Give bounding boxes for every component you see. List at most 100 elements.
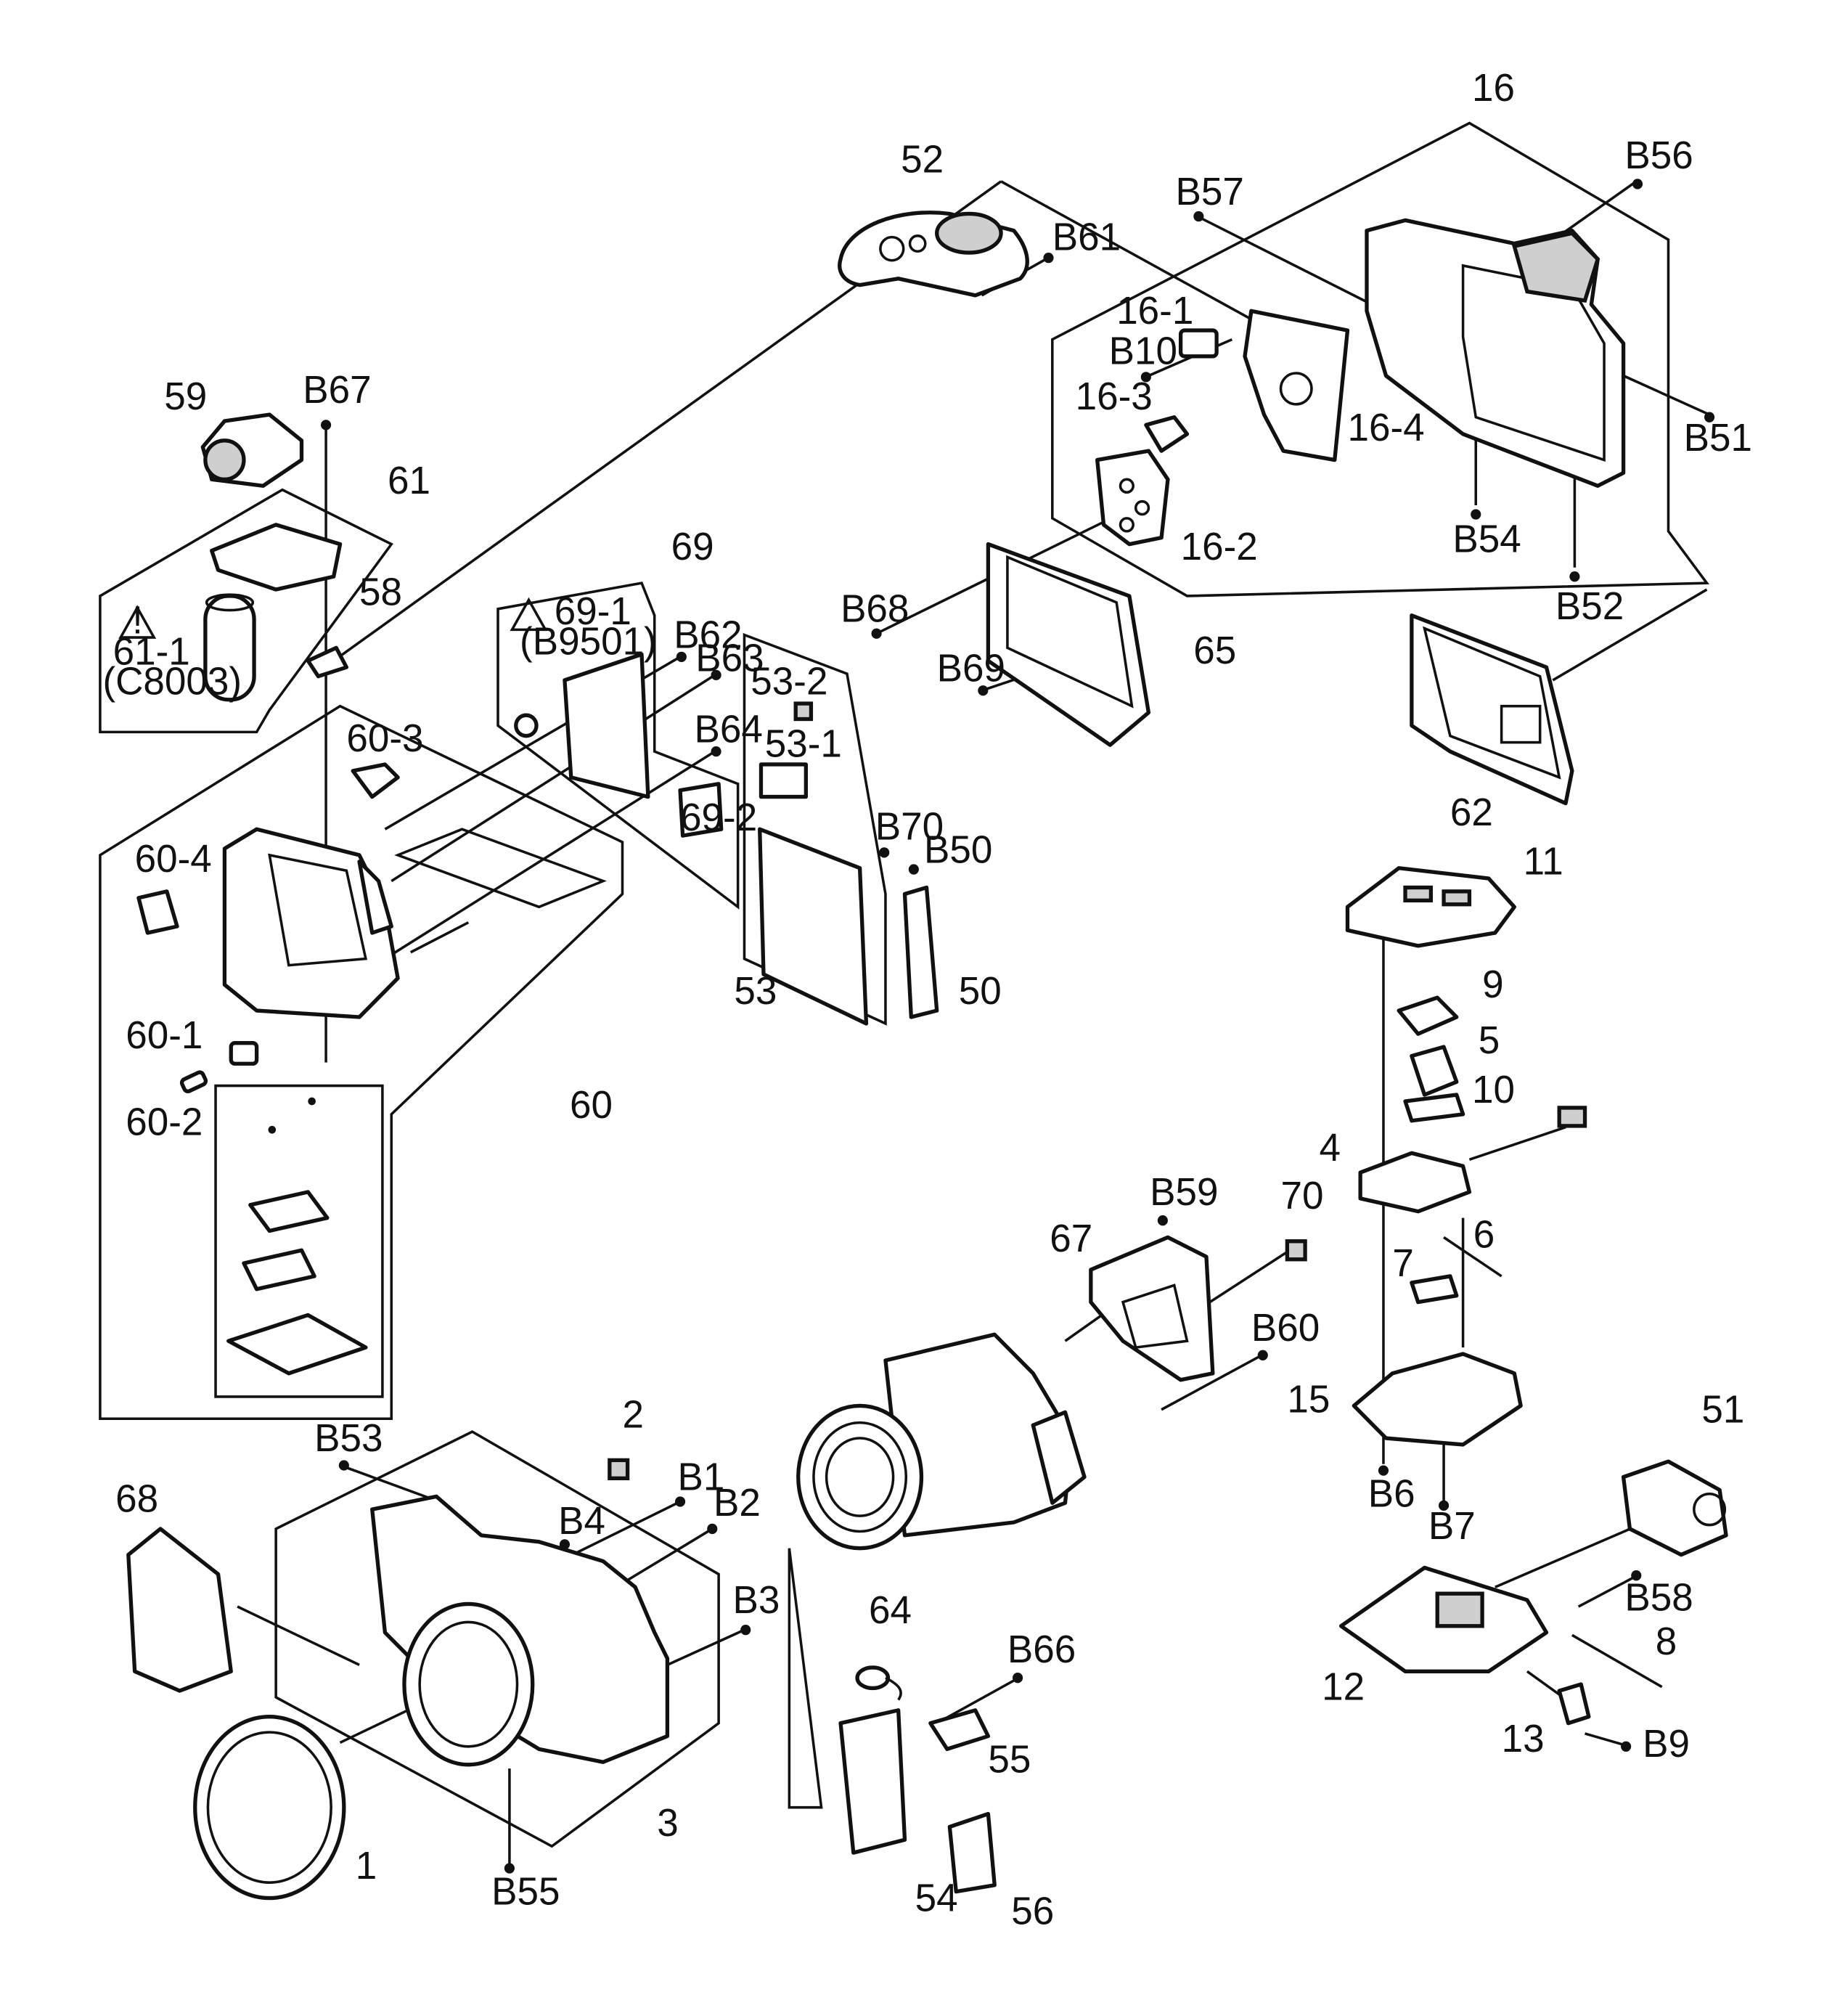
part-61-1-capacitor [203,593,256,702]
part-67-plate [1089,1235,1215,1382]
svg-text:!: ! [132,600,143,642]
label-b54: B54 [1452,518,1521,560]
part-60-4 [136,889,179,935]
leader-70-to-67 [1199,1249,1291,1310]
part-9 [1397,995,1459,1036]
group-frame-60 [99,704,624,1421]
label-b60: B60 [1251,1307,1320,1350]
label-b56: B56 [1624,134,1693,177]
label-60-3: 60-3 [346,717,423,760]
group-frame-16 [1051,121,1709,597]
label-b69: B69 [937,648,1005,690]
part-54-bracket [838,1708,907,1855]
label-15: 15 [1287,1378,1330,1421]
label-61: 61 [388,460,430,502]
label-b7: B7 [1428,1505,1476,1548]
part-70 [1285,1239,1307,1262]
label-16-1: 16-1 [1116,290,1193,332]
group-frame-69 [496,581,740,910]
label-59: 59 [164,375,207,418]
label-68: 68 [115,1478,158,1521]
part-62-lcd [1410,613,1574,806]
label-55: 55 [988,1738,1031,1781]
label-13: 13 [1502,1718,1545,1760]
part-51 [1621,1459,1728,1557]
label-6: 6 [1473,1213,1495,1256]
part-52-top-controls [838,211,1029,298]
screw-markers [268,179,1715,1874]
leader-13 [1526,1670,1564,1699]
label-58: 58 [359,571,402,613]
label-61-1-ref: (C8003) [102,660,242,703]
warning-triangle-61-1-icon: ! [118,600,157,642]
label-b57: B57 [1176,171,1244,213]
label-12: 12 [1322,1665,1365,1708]
leader-b63 [391,674,716,883]
leader-52-to-16 [1000,180,1284,338]
part-3-front-cover [370,1494,670,1767]
label-65: 65 [1193,629,1236,672]
part-16-1 [1178,328,1219,359]
label-b66: B66 [1007,1628,1076,1671]
label-b58: B58 [1624,1576,1693,1619]
leader-51-to-12 [1495,1525,1637,1588]
label-16-4: 16-4 [1347,407,1424,449]
leader-b57 [1199,216,1381,310]
label-52: 52 [901,138,944,181]
label-69: 69 [671,526,714,568]
label-b53: B53 [314,1417,383,1460]
leader-62 [1552,588,1708,682]
part-69-board [510,597,650,799]
part-16-3 [1144,415,1190,453]
part-68-grip [126,1527,233,1693]
part-4-flash [1358,1106,1587,1214]
label-70: 70 [1281,1175,1324,1217]
label-62: 62 [1450,791,1493,834]
label-b52: B52 [1555,585,1624,628]
label-5: 5 [1479,1019,1500,1062]
part-5 [1410,1045,1459,1097]
group-frame-60-sub [214,1084,384,1398]
part-60-2 [179,1070,208,1094]
label-b68: B68 [841,587,909,630]
part-12-bottom [1338,1565,1549,1673]
label-b3: B3 [733,1579,780,1622]
leader-b3 [666,1628,745,1666]
label-b63: B63 [695,637,764,680]
group-frame-53 [743,632,887,1026]
part-69-2-cable [678,782,724,838]
label-54: 54 [915,1877,958,1919]
part-7 [1410,1274,1459,1305]
leader-b51 [1622,374,1710,416]
label-16-2: 16-2 [1181,526,1258,568]
leader-b58 [1577,1577,1633,1608]
label-b70: B70 [875,805,944,848]
label-b50: B50 [924,828,992,871]
label-11: 11 [1524,840,1563,883]
leader-b64 [384,750,716,960]
label-8: 8 [1656,1620,1677,1663]
label-2: 2 [623,1394,645,1437]
label-69-1-ref: (B9501) [520,620,657,663]
part-61-board [210,523,343,592]
part-56 [947,1811,997,1894]
label-b4: B4 [558,1500,605,1543]
part-2 [608,1458,630,1481]
label-53: 53 [734,970,777,1013]
label-b55: B55 [491,1870,560,1913]
label-50: 50 [959,970,1002,1013]
part-16-2-button-board [1095,449,1170,547]
leader-68-to-3 [237,1605,360,1666]
label-b59: B59 [1150,1171,1218,1214]
label-56: 56 [1011,1890,1054,1933]
part-50-connector [902,885,939,1019]
label-16-3: 16-3 [1076,375,1153,418]
label-b51: B51 [1684,417,1752,460]
part-1-lens-ring [193,1715,346,1901]
label-69-1: 69-1 [555,590,631,633]
group-frame-61 [99,488,393,734]
part-59 [200,412,304,488]
part-16-rear-cover [1365,218,1626,488]
leader-b60 [1161,1352,1265,1411]
